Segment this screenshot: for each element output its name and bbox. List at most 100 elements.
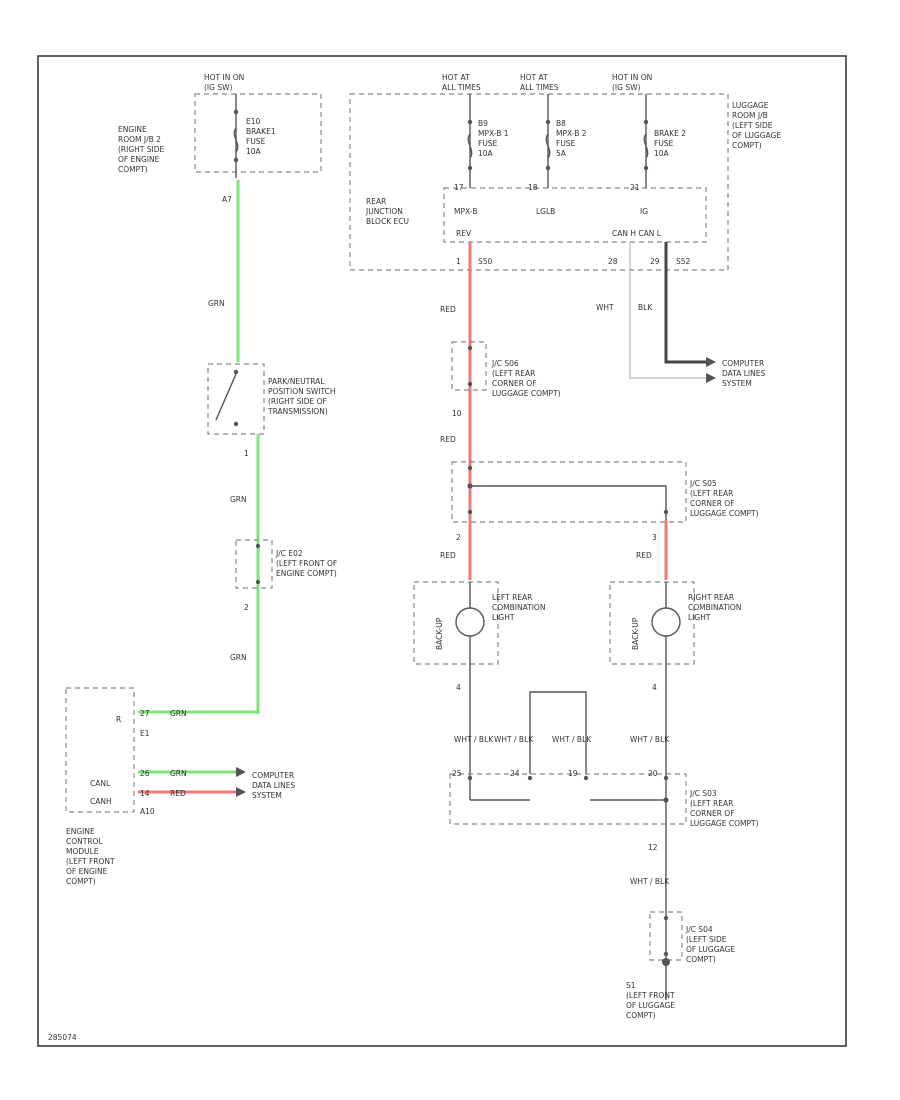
pin-19: 19 (568, 769, 578, 778)
wire-label-wb-5: WHT / BLK (630, 877, 670, 886)
pin-a47: A7 (222, 195, 232, 204)
wire-label-wht: WHT (596, 303, 614, 312)
ecm-pin-26: 26 (140, 769, 150, 778)
power-label-left: HOT IN ON(IG SW) (204, 73, 244, 92)
wire-label-grn-ecm: GRN (170, 709, 187, 718)
wire-label-blk: BLK (638, 303, 653, 312)
fuse-b8-icon (545, 133, 551, 159)
fuse-b9-icon (467, 133, 473, 159)
pin-1-b: 1 (456, 257, 461, 266)
wire-splice-s05 (470, 485, 667, 580)
jc-e02-box (235, 539, 273, 589)
wire-label-wb-3: WHT / BLK (552, 735, 592, 744)
wire-label-red-1: RED (440, 305, 456, 314)
wire-label-grn-3: GRN (230, 653, 247, 662)
connector-s50: S50 (478, 257, 493, 266)
ecm-pin-e1: E1 (140, 729, 150, 738)
left-backup-label: BACK-UP (435, 617, 444, 650)
wire-label-grn-1: GRN (208, 299, 225, 308)
right-bulb-icon (651, 607, 681, 637)
ecu-pin-rev: REV (456, 229, 472, 238)
pin-1-a: 1 (244, 449, 249, 458)
footer-code: 285074 (48, 1033, 77, 1042)
engine-room-jb-box (194, 93, 322, 173)
pin-24: 24 (510, 769, 520, 778)
connector-17: 17 (454, 183, 464, 192)
jc-s05-box (451, 461, 687, 523)
pin-4-left: 4 (456, 683, 461, 692)
pin-10: 10 (452, 409, 462, 418)
jc-s04-box (649, 911, 683, 961)
wire-wht-can (629, 242, 710, 379)
ecm-pin-14: 14 (140, 789, 150, 798)
connector-18: 18 (528, 183, 538, 192)
wire-label-red-canl: RED (170, 789, 186, 798)
rear-ecu-box (443, 187, 707, 243)
wire-ground-main (469, 664, 667, 1000)
ecm-pin-canl: CANL (90, 779, 111, 788)
ecm-pin-r: R (116, 715, 121, 724)
ecm-pin-canh: CANH (90, 797, 112, 806)
ecu-pin-lglb: LGLB (536, 207, 555, 216)
right-lamp-box (609, 581, 695, 665)
ecu-pin-can: CAN H CAN L (612, 229, 662, 238)
pin-4-right: 4 (652, 683, 657, 692)
ecm-box (65, 687, 135, 813)
ground-s1-icon (662, 958, 670, 966)
ecu-pin-mpxb: MPX-B (454, 207, 477, 216)
jc-s03-box (449, 773, 687, 825)
power-label-right: HOT IN ON(IG SW) (612, 73, 652, 92)
wire-label-wb-4: WHT / BLK (630, 735, 670, 744)
wire-label-grn-2: GRN (230, 495, 247, 504)
ecu-pin-ig: IG (640, 207, 648, 216)
fuse-e10-icon (233, 127, 239, 153)
fuse-brake2-icon (643, 133, 649, 159)
jc-s06-box (451, 341, 487, 391)
luggage-jb-box (349, 93, 729, 271)
ecm-pin-27: 27 (140, 709, 150, 718)
wire-ground-loop (529, 691, 587, 774)
pin-25: 25 (452, 769, 462, 778)
wire-blk-can (664, 242, 710, 364)
connector-s52: S52 (676, 257, 691, 266)
svg-text:HOT IN ON(IG SW): HOT IN ON(IG SW) (612, 73, 652, 92)
pin-2-b: 2 (456, 533, 461, 542)
svg-text:HOT IN ON(IG SW): HOT IN ON(IG SW) (204, 73, 244, 92)
